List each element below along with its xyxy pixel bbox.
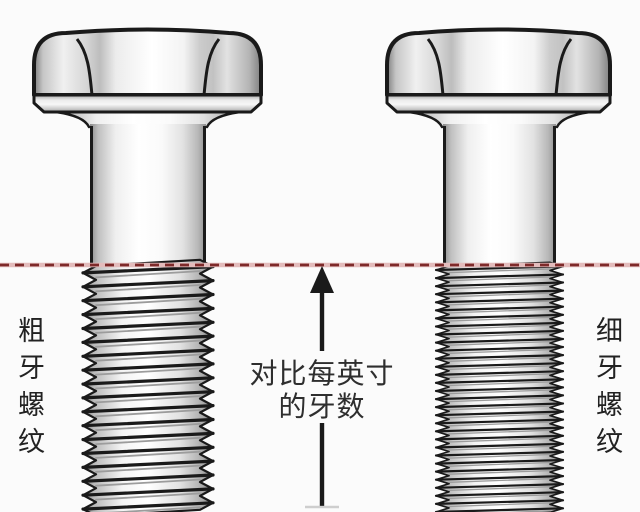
bolt-head (32, 27, 263, 97)
bolt-shank (443, 124, 556, 266)
thread-shadow-lines (95, 270, 201, 512)
bolt-shank (90, 124, 206, 266)
hex-facet-line (202, 38, 221, 96)
left-bolt-label: 粗牙螺纹 (14, 316, 44, 464)
coarse-thread-bolt (32, 27, 263, 512)
bolt-head (385, 27, 612, 97)
hex-facet-line (426, 38, 445, 96)
hex-facet-line (75, 38, 94, 96)
bolt-flange (32, 93, 263, 114)
annotation-line1: 对比每英寸 (249, 358, 395, 389)
comparison-arrow (305, 266, 339, 509)
bolt-neck (56, 112, 240, 126)
bolt-flange (385, 93, 612, 114)
bolt-neck (409, 112, 590, 126)
thread-shadow-lines (448, 268, 551, 512)
annotation-line2: 的牙数 (278, 391, 366, 422)
thread-ridge-lines (434, 265, 565, 512)
annotation-text: 对比每英寸 的牙数 (212, 357, 432, 423)
right-bolt-label: 细牙螺纹 (592, 316, 622, 464)
arrow-head-up (310, 266, 334, 293)
fine-thread-bolt (385, 27, 612, 512)
thread-ridge-lines (81, 265, 215, 511)
hex-facet-line (554, 38, 573, 96)
